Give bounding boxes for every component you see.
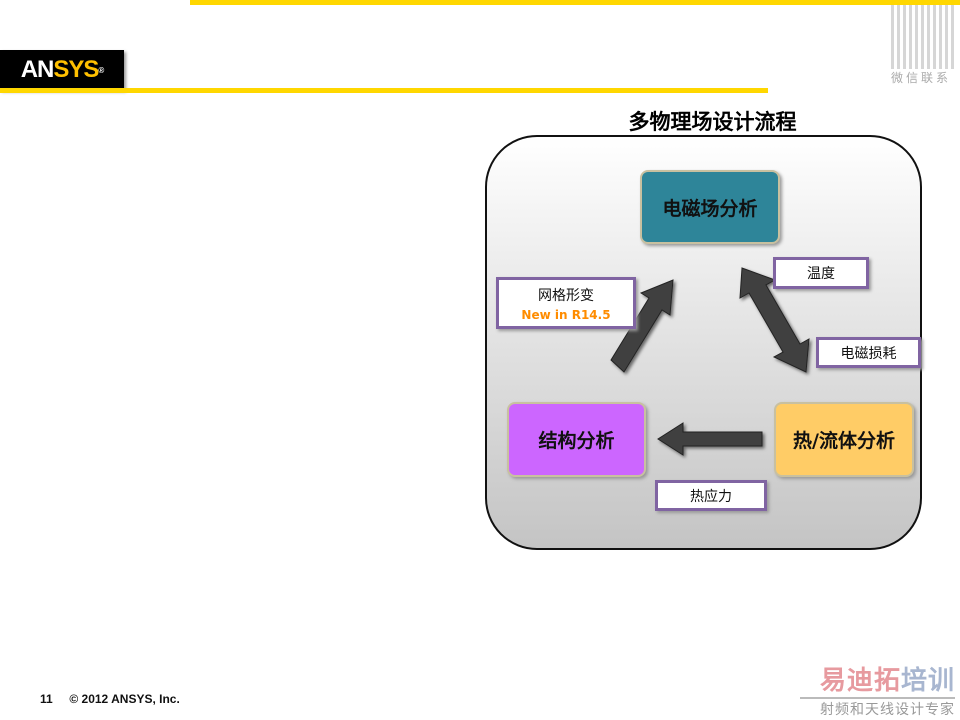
label-thermal-stress: 热应力 (655, 480, 767, 511)
logo-text-yellow: SYS (53, 56, 99, 83)
label-temperature: 温度 (773, 257, 869, 289)
qr-label: 微信联系 (891, 71, 952, 85)
footer: 11 © 2012 ANSYS, Inc. (40, 692, 180, 706)
logo-mark: ® (98, 65, 104, 75)
brand-name: 易迪拓 (819, 666, 901, 696)
arrow-thermal-to-struct (657, 422, 763, 456)
qr-code (891, 5, 955, 69)
label-mesh-text: 网格形变 (538, 287, 594, 304)
diagram-title: 多物理场设计流程 (628, 110, 797, 134)
page-number: 11 (40, 692, 53, 706)
logo-text: AN (20, 56, 55, 83)
top-accent-bar (190, 0, 960, 5)
brand-tagline: 射频和天线设计专家 (800, 697, 955, 719)
node-thermal-fluid-analysis: 热/流体分析 (774, 402, 914, 477)
copyright: © 2012 ANSYS, Inc. (69, 692, 180, 706)
label-mesh-deformation: 网格形变 New in R14.5 (496, 277, 636, 329)
brand-name-b: 培训 (900, 666, 955, 696)
arrow-em-thermal (739, 267, 810, 373)
label-new-note: New in R14.5 (521, 307, 611, 322)
arrow-struct-to-em (610, 279, 674, 373)
node-structural-analysis: 结构分析 (507, 402, 646, 477)
brand-watermark: 易迪拓培训 射频和天线设计专家 (800, 660, 955, 719)
header-accent-bar (0, 88, 768, 93)
label-em-loss: 电磁损耗 (816, 337, 921, 368)
node-em-analysis: 电磁场分析 (640, 170, 780, 244)
